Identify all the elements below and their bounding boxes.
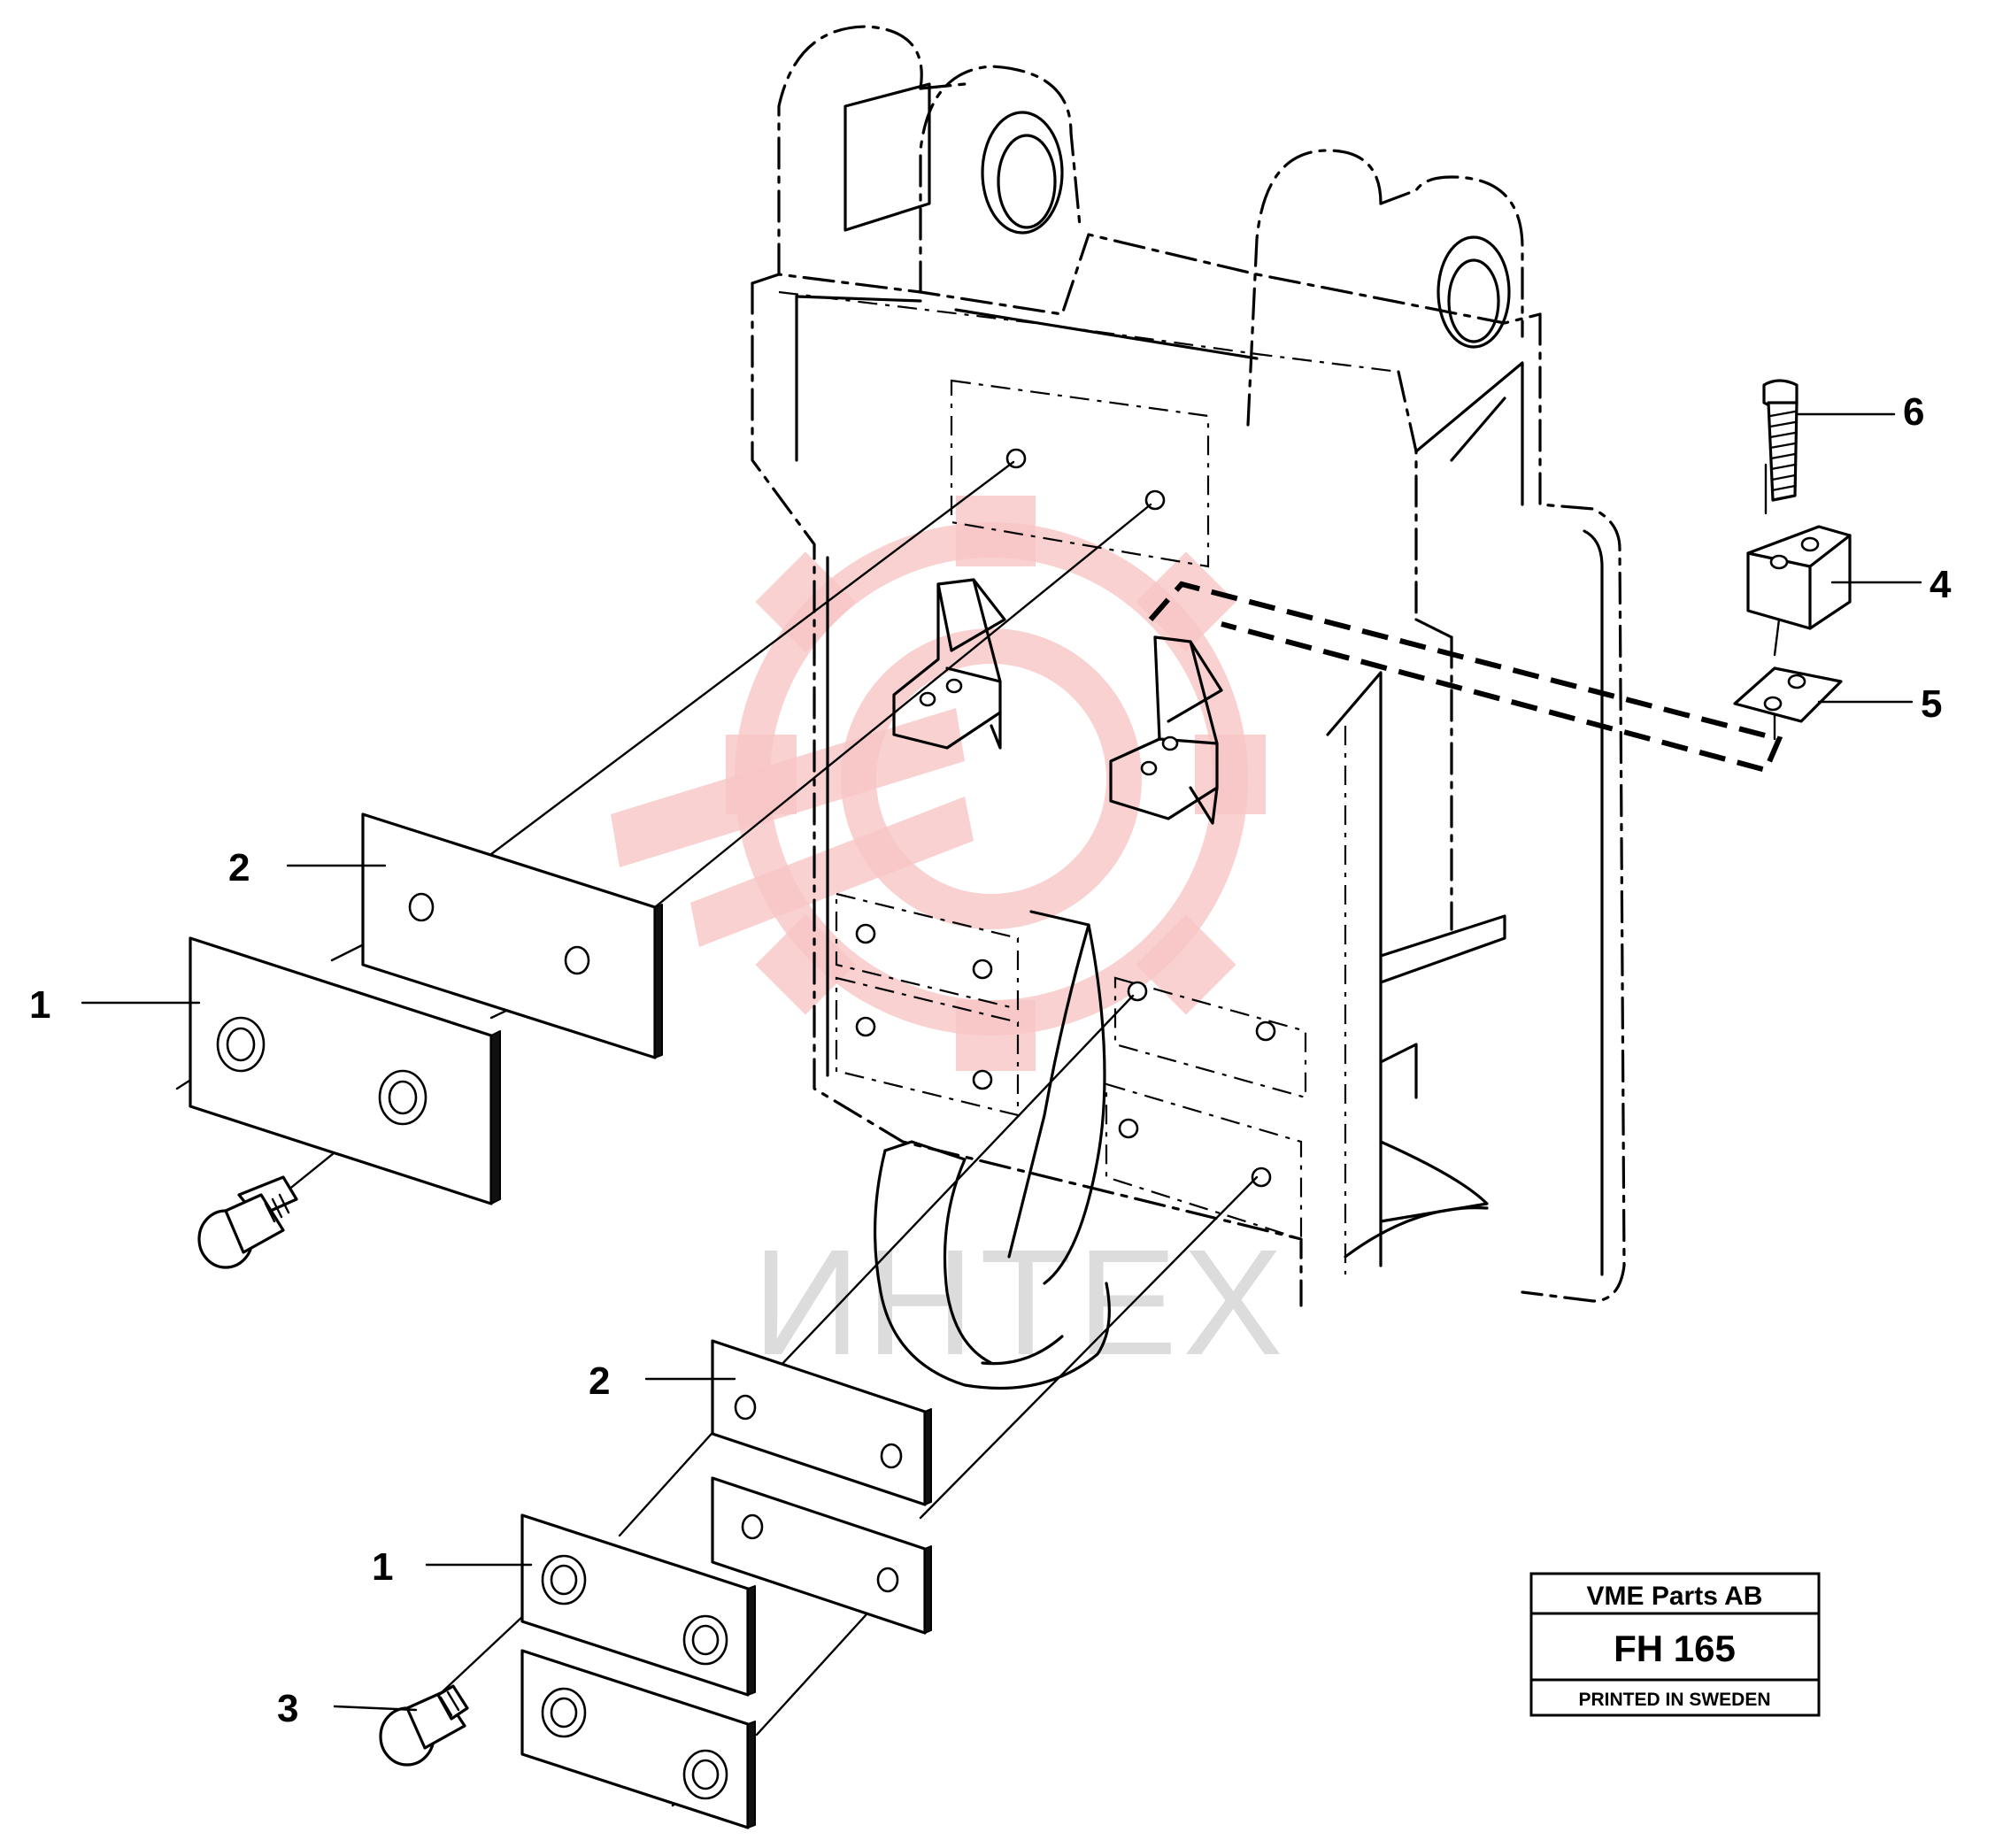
bucket-frame <box>751 25 1626 1390</box>
part-4-block <box>1746 525 1852 630</box>
callout-2-bottom: 2 <box>589 1359 610 1403</box>
part-1-bottom-wear-plate <box>520 1513 756 1697</box>
part-2-top-shim <box>361 812 663 1059</box>
callouts: 2 1 2 1 3 6 4 5 <box>29 390 1952 1730</box>
gear-watermark-logo <box>611 496 1266 1071</box>
callout-1-bottom: 1 <box>372 1545 393 1589</box>
watermark: ИНТЕХ <box>611 496 1289 1387</box>
bolt-bottom <box>379 1684 469 1767</box>
title-company: VME Parts AB <box>1587 1582 1763 1611</box>
title-drawing-number: FH 165 <box>1614 1628 1736 1669</box>
callout-1-top: 1 <box>29 983 50 1027</box>
part-6-bolt <box>1762 379 1799 502</box>
title-printed: PRINTED IN SWEDEN <box>1578 1690 1770 1710</box>
title-block: VME Parts AB FH 165 PRINTED IN SWEDEN <box>1529 1572 1821 1717</box>
callout-6: 6 <box>1903 390 1924 434</box>
assembly-guide-line <box>1148 581 1783 774</box>
part-2-bottom-shim-lower <box>711 1476 932 1635</box>
callout-5: 5 <box>1921 682 1942 726</box>
part-1-bottom-wear-plate-lower <box>520 1649 756 1829</box>
callout-4: 4 <box>1930 563 1952 606</box>
bolt-top <box>197 1175 298 1269</box>
part-1-top-wear-plate <box>189 936 501 1205</box>
watermark-text: ИНТЕХ <box>752 1219 1289 1387</box>
part-2-bottom-shim <box>711 1339 932 1506</box>
callout-2-top: 2 <box>228 846 250 889</box>
callout-3: 3 <box>277 1687 298 1730</box>
part-5-washer-plate <box>1733 666 1843 723</box>
